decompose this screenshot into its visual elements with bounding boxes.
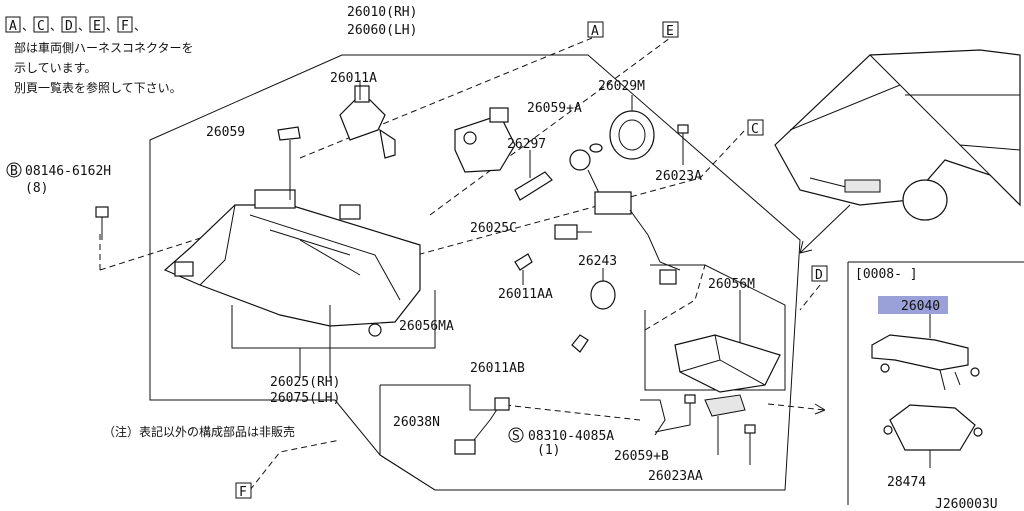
screw-26023a — [677, 124, 689, 165]
svg-text:C: C — [37, 19, 45, 34]
label-26297: 26297 — [507, 137, 546, 152]
module-28474 — [883, 404, 983, 468]
label-26060: 26060(LH) — [347, 23, 417, 38]
ring-26029m — [609, 95, 655, 160]
label-26059b: 26059+B — [614, 449, 669, 464]
screw-prefix-circle — [508, 427, 524, 443]
label-plate-26059b — [704, 394, 746, 417]
label-08310: 08310-4085A — [528, 429, 614, 444]
header-note-line-1: 部は車両側ハーネスコネクターを — [14, 40, 194, 55]
lens-bracket — [231, 290, 436, 349]
label-08146-qty: (8) — [25, 181, 48, 196]
ballast-connector — [569, 149, 681, 285]
label-26056m: 26056M — [708, 277, 755, 292]
oring-26059a — [589, 143, 603, 153]
car-illustration — [774, 49, 1021, 221]
label-26011ab: 26011AB — [470, 361, 525, 376]
label-26010: 26010(RH) — [347, 5, 417, 20]
bracket-26040 — [871, 312, 980, 391]
callout-a: A — [587, 21, 604, 39]
label-26023a: 26023A — [655, 169, 702, 184]
diagram-code: J260003U — [935, 497, 998, 511]
label-26011a: 26011A — [330, 71, 377, 86]
screw-08310 — [654, 394, 696, 433]
label-08146-prefix: B — [10, 164, 18, 179]
label-08310-qty: (1) — [537, 443, 560, 458]
svg-text:、: 、 — [22, 19, 34, 33]
callout-d: D — [811, 265, 828, 283]
highlight-26040 — [878, 296, 948, 314]
svg-text:D: D — [65, 19, 73, 34]
header-letter-e: E — [89, 16, 105, 34]
svg-text:、: 、 — [134, 19, 146, 33]
svg-text:E: E — [666, 24, 674, 39]
callout-e: E — [662, 21, 679, 39]
header-letter-d: D — [61, 16, 77, 34]
leveling-motor — [454, 107, 516, 173]
label-08310-prefix: S — [512, 429, 520, 444]
label-26011aa: 26011AA — [498, 287, 553, 302]
label-26243: 26243 — [578, 254, 617, 269]
inset-date-range: [0008- ] — [855, 267, 918, 282]
label-26029m: 26029M — [598, 79, 645, 94]
header-letter-f: F — [117, 16, 133, 34]
bolt-08146 — [95, 206, 109, 240]
label-26059: 26059 — [206, 125, 245, 140]
socket-26243 — [590, 268, 616, 310]
label-26025: 26025(RH) — [270, 375, 340, 390]
label-26038n: 26038N — [393, 415, 440, 430]
bulb-26011a — [339, 80, 396, 159]
callout-f: F — [235, 482, 252, 500]
svg-text:E: E — [93, 19, 101, 34]
header-letter-a: A — [5, 16, 21, 34]
svg-text:F: F — [121, 19, 129, 34]
label-26040[interactable]: 26040 — [901, 299, 940, 314]
header-letter-boxes: A 、 C 、 D 、 E 、 F 、 — [5, 16, 146, 34]
svg-text:、: 、 — [106, 19, 118, 33]
harness-26038n — [379, 384, 666, 491]
screw-26023aa — [744, 424, 756, 465]
bolt-prefix-circle — [6, 162, 22, 178]
footnote: （注）表記以外の構成部品は非販売 — [103, 424, 295, 439]
svg-text:C: C — [751, 122, 759, 137]
inset-frame — [847, 261, 1024, 505]
svg-text:A: A — [9, 19, 17, 34]
car-arrow — [799, 204, 851, 254]
svg-text:、: 、 — [78, 19, 90, 33]
label-28474: 28474 — [887, 475, 926, 490]
header-note-line-2: 示しています。 — [14, 61, 96, 75]
svg-text:F: F — [239, 485, 247, 500]
label-26056ma: 26056MA — [399, 319, 454, 334]
cap-26059 — [277, 126, 301, 141]
svg-text:A: A — [591, 24, 599, 39]
assembly-outline — [149, 54, 801, 491]
svg-text:D: D — [815, 268, 823, 283]
callout-c: C — [747, 119, 764, 137]
label-26023aa: 26023AA — [648, 469, 703, 484]
ballast-26056m — [644, 264, 786, 393]
socket-26025c — [554, 224, 592, 240]
label-26025c: 26025C — [470, 221, 517, 236]
bulb-26297 — [514, 171, 553, 201]
bulb-26011aa — [514, 253, 533, 271]
headlamp-housing — [163, 189, 421, 337]
bulb-26011ab — [571, 334, 589, 353]
header-letter-c: C — [33, 16, 49, 34]
header-note-line-3: 別頁一覧表を参照して下さい。 — [14, 80, 182, 95]
label-26075: 26075(LH) — [270, 391, 340, 406]
label-08146: 08146-6162H — [25, 164, 111, 179]
label-26059a: 26059+A — [527, 101, 582, 116]
svg-text:、: 、 — [50, 19, 62, 33]
